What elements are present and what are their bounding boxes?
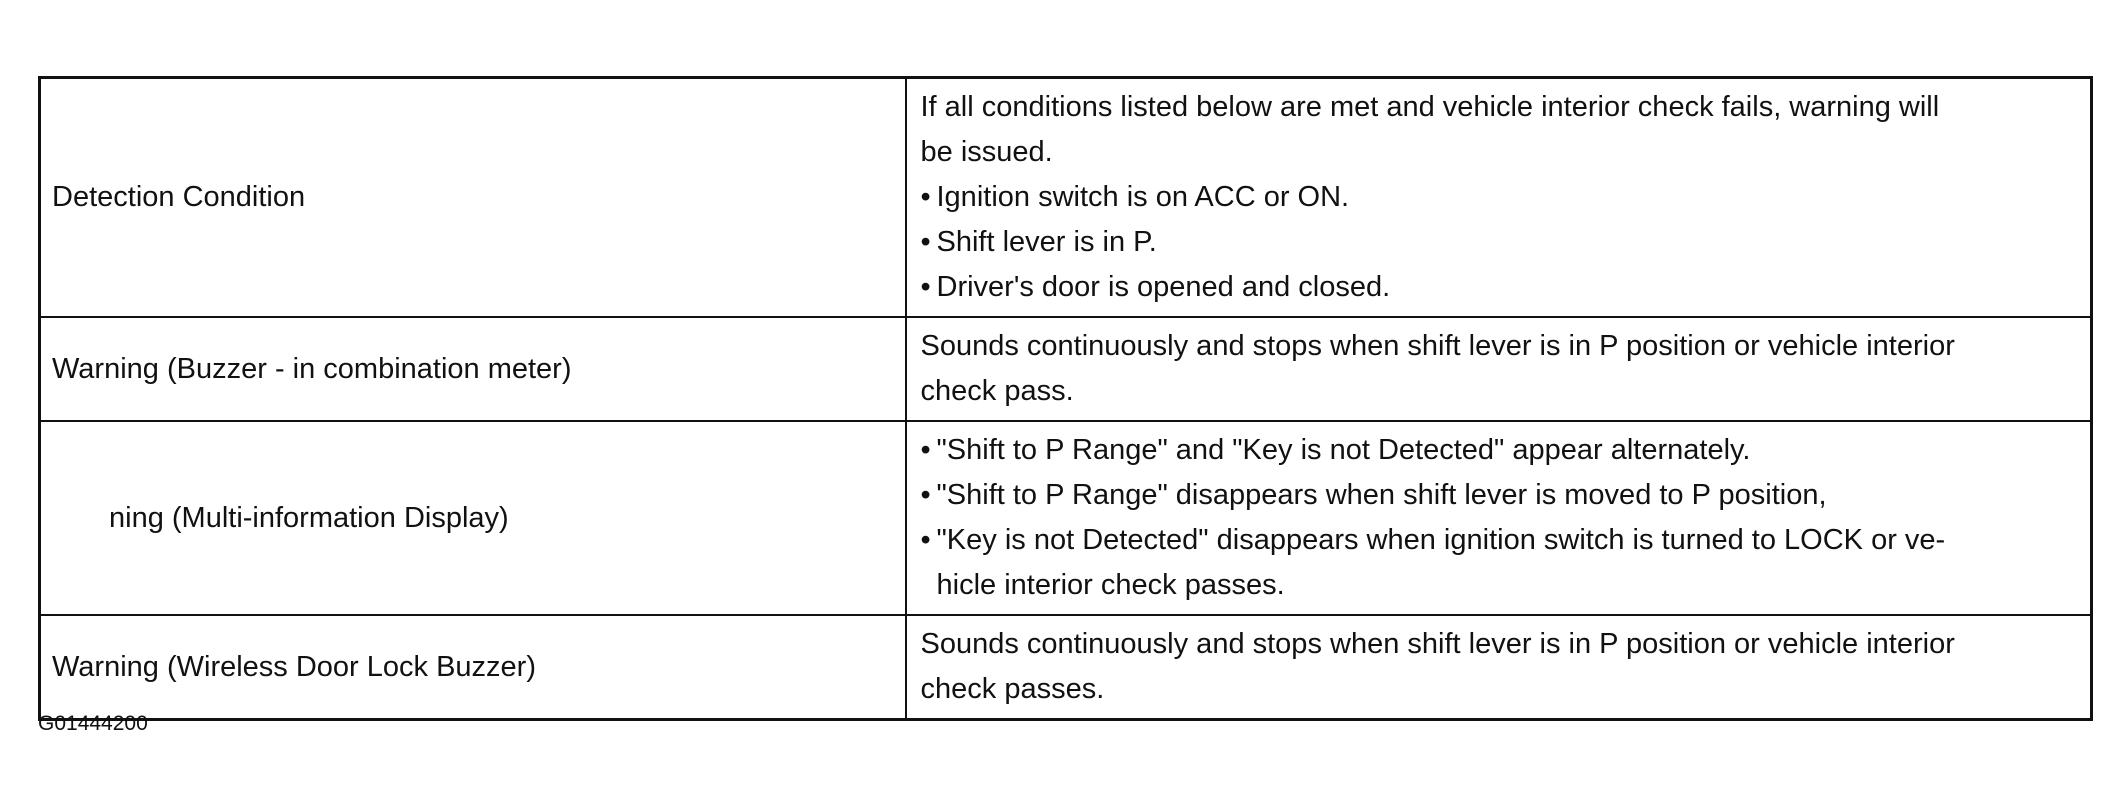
detail-line: be issued. — [920, 136, 1053, 168]
row-label-cell: ning (Multi-information Display) — [38, 420, 907, 616]
bullet-text: Driver's door is opened and closed. — [936, 271, 1391, 303]
row-label: Warning (Wireless Door Lock Buzzer) — [52, 650, 536, 683]
row-label-cell: Warning (Wireless Door Lock Buzzer) — [38, 614, 907, 721]
detail-line: Sounds continuously and stops when shift… — [920, 330, 1955, 362]
detail-line: check passes. — [920, 673, 1105, 705]
row-label-cell: Detection Condition — [38, 76, 907, 318]
table-row-detection-condition: Detection Condition If all conditions li… — [38, 76, 2093, 318]
row-label: ning (Multi-information Display) — [109, 501, 509, 534]
bullet-text: Shift lever is in P. — [936, 226, 1157, 258]
bullet-continuation: hicle interior check passes. — [936, 569, 1285, 601]
table-row-wireless-door-lock-buzzer: Warning (Wireless Door Lock Buzzer) Soun… — [38, 614, 2093, 721]
bullet-text: "Shift to P Range" and "Key is not Detec… — [936, 434, 1751, 466]
bullet-item: •Ignition switch is on ACC or ON. — [921, 175, 2079, 220]
row-detail-cell: Sounds continuously and stops when shift… — [904, 614, 2093, 721]
row-detail-cell: •"Shift to P Range" and "Key is not Dete… — [904, 420, 2093, 616]
bullet-text: "Shift to P Range" disappears when shift… — [936, 479, 1827, 511]
bullet-text: "Key is not Detected" disappears when ig… — [936, 524, 1946, 556]
detail-line: Sounds continuously and stops when shift… — [920, 628, 1955, 660]
row-detail-cell: Sounds continuously and stops when shift… — [904, 316, 2093, 422]
bullet-item: •Shift lever is in P. — [921, 220, 2079, 265]
bullet-icon: • — [920, 524, 931, 556]
bullet-item: •"Shift to P Range" disappears when shif… — [921, 473, 2079, 518]
row-label: Detection Condition — [52, 181, 306, 213]
table-row-warning-buzzer: Warning (Buzzer - in combination meter) … — [38, 316, 2093, 422]
row-label: Warning (Buzzer - in combination meter) — [52, 352, 572, 385]
bullet-icon: • — [920, 434, 931, 466]
bullet-item: •"Shift to P Range" and "Key is not Dete… — [921, 428, 2079, 473]
bullet-icon: • — [920, 226, 931, 258]
row-detail-cell: If all conditions listed below are met a… — [904, 76, 2093, 318]
figure-id-label: G01444200 — [38, 712, 148, 735]
bullet-text: Ignition switch is on ACC or ON. — [936, 181, 1350, 213]
detail-line: check pass. — [920, 375, 1074, 407]
bullet-item: •Driver's door is opened and closed. — [921, 265, 2079, 310]
table-row-multi-information-display: ning (Multi-information Display) •"Shift… — [38, 420, 2093, 616]
bullet-item: •"Key is not Detected" disappears when i… — [921, 518, 2079, 563]
row-label-cell: Warning (Buzzer - in combination meter) — [38, 316, 907, 422]
detail-line: If all conditions listed below are met a… — [920, 91, 1940, 123]
bullet-icon: • — [920, 479, 931, 511]
bullet-icon: • — [920, 271, 931, 303]
specification-table: Detection Condition If all conditions li… — [38, 76, 2093, 721]
bullet-icon: • — [920, 181, 931, 213]
